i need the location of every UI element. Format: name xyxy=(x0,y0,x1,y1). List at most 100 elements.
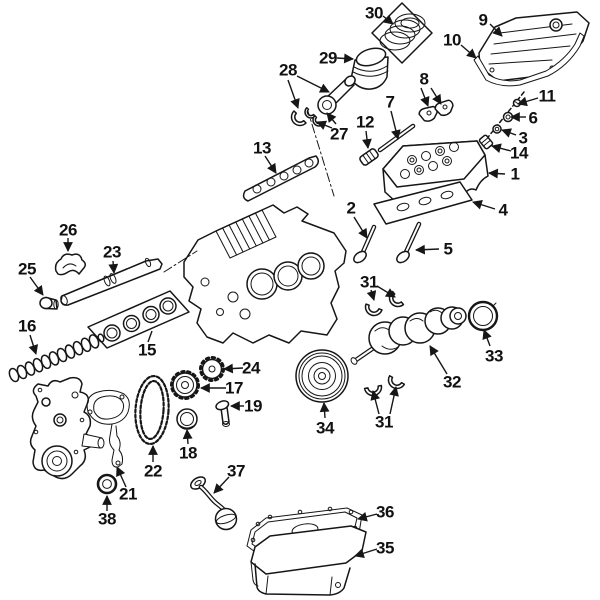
callout-arrow xyxy=(357,512,378,522)
rear-main-seal xyxy=(467,300,499,332)
part-number-label: 18 xyxy=(179,444,197,463)
phantom-line-rod-to-block xyxy=(306,107,335,197)
part-number-label: 8 xyxy=(420,70,429,89)
part-number-label: 31 xyxy=(360,273,378,292)
part-number-label: 3 xyxy=(519,129,528,148)
callout-arrow xyxy=(353,216,368,239)
part-number-label: 30 xyxy=(365,4,383,23)
part-number-label: 9 xyxy=(479,11,488,30)
oil-pan xyxy=(250,525,367,596)
part-number-label: 29 xyxy=(319,49,337,68)
callout-arrow xyxy=(489,23,503,37)
part-number-label: 32 xyxy=(443,373,461,392)
part-number-label: 10 xyxy=(443,31,461,50)
callout-arrow xyxy=(182,429,193,445)
callout-arrow xyxy=(488,168,506,179)
callout-arrow xyxy=(147,330,153,343)
callout-arrow xyxy=(29,276,44,296)
part-number-label: 16 xyxy=(18,317,36,336)
camshaft-bearing-set xyxy=(87,290,190,349)
callout-arrow xyxy=(429,345,448,375)
crankshaft-front-seal xyxy=(96,473,118,495)
callout-arrow xyxy=(370,390,380,415)
part-number-label: 36 xyxy=(376,503,394,522)
piston xyxy=(350,47,389,90)
camshaft-sprocket xyxy=(170,370,200,400)
part-number-label: 22 xyxy=(144,462,162,481)
rocker-shaft xyxy=(60,257,163,306)
camshaft-plug xyxy=(39,296,59,310)
part-number-label: 37 xyxy=(227,462,245,481)
part-number-label: 38 xyxy=(98,510,116,529)
part-number-label: 24 xyxy=(242,359,261,378)
callout-arrow xyxy=(326,112,337,125)
part-number-label: 14 xyxy=(510,144,529,163)
valve-stem-seal xyxy=(478,134,494,150)
phantom-line-shaft-to-block xyxy=(163,250,198,273)
intake-valve xyxy=(353,224,377,264)
callout-arrow xyxy=(460,44,477,59)
callout-arrow xyxy=(296,75,330,93)
part-number-label: 28 xyxy=(279,61,297,80)
crankshaft-pulley xyxy=(295,349,349,403)
piston-ring-set xyxy=(371,2,433,64)
callout-arrow xyxy=(223,363,244,374)
callout-arrow xyxy=(264,155,277,174)
part-number-label: 12 xyxy=(356,113,374,132)
oil-pump-cover-cap xyxy=(176,408,198,430)
front-timing-cover xyxy=(29,376,105,480)
part-number-label: 31 xyxy=(375,413,393,432)
connecting-rod xyxy=(287,75,356,130)
part-number-label: 19 xyxy=(244,397,262,416)
part-number-label: 34 xyxy=(316,419,335,438)
part-number-label: 21 xyxy=(119,485,137,504)
front-cover-gasket xyxy=(86,389,130,468)
callout-arrow xyxy=(366,289,377,301)
head-gasket xyxy=(373,181,473,225)
oil-pickup-tube xyxy=(190,476,238,531)
valve-cover xyxy=(478,11,590,82)
rocker-shaft-pedestal xyxy=(54,253,86,276)
part-number-label: 5 xyxy=(444,240,453,259)
part-number-label: 7 xyxy=(386,93,395,112)
part-number-label: 26 xyxy=(59,221,77,240)
callout-arrow xyxy=(362,130,372,149)
callout-arrow xyxy=(116,466,127,488)
callout-arrow xyxy=(389,386,399,415)
callout-arrow xyxy=(390,110,401,140)
callout-arrow xyxy=(430,87,442,105)
valve-lifter xyxy=(359,148,379,166)
callout-arrow xyxy=(491,143,512,153)
part-number-label: 6 xyxy=(529,109,538,128)
callout-arrow xyxy=(28,334,39,355)
part-number-label: 17 xyxy=(225,379,243,398)
crankshaft xyxy=(350,306,467,365)
valve-cover-gasket xyxy=(473,32,585,87)
callout-arrow xyxy=(287,79,300,109)
part-number-label: 15 xyxy=(138,341,156,360)
valve-lifter-guide xyxy=(242,155,319,202)
part-number-label: 23 xyxy=(103,243,121,262)
callout-arrow xyxy=(336,53,354,64)
callout-arrow xyxy=(319,402,330,419)
callout-arrow xyxy=(316,120,333,130)
oil-pump-drive xyxy=(215,400,230,427)
callout-arrow xyxy=(213,476,230,494)
callout-arrow xyxy=(382,14,394,25)
callout-arrow xyxy=(415,244,440,255)
engine-block xyxy=(183,204,347,344)
callout-arrow xyxy=(108,260,119,274)
part-number-label: 1 xyxy=(511,165,520,184)
timing-chain xyxy=(134,374,170,446)
exhaust-valve xyxy=(396,221,422,264)
part-number-label: 13 xyxy=(253,139,271,158)
part-number-label: 33 xyxy=(485,347,503,366)
camshaft xyxy=(8,333,105,383)
callout-arrow xyxy=(376,285,396,298)
balance-shaft-gear xyxy=(199,356,225,382)
part-number-label: 4 xyxy=(499,201,509,220)
callout-arrow xyxy=(501,128,517,138)
